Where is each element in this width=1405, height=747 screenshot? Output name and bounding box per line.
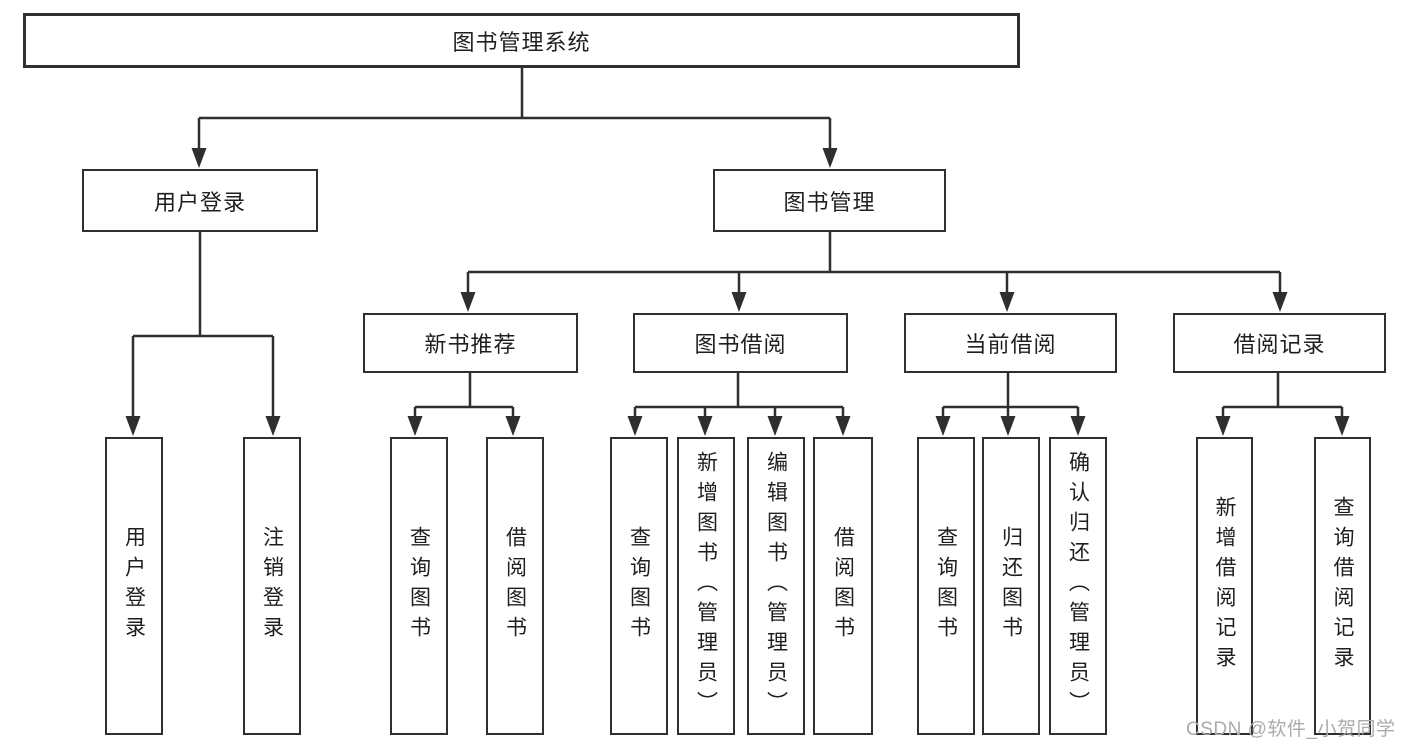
node-book-borrowing: 图书借阅 bbox=[633, 313, 848, 373]
node-book-management: 图书管理 bbox=[713, 169, 946, 232]
leaf-logout: 注销登录 bbox=[243, 437, 301, 735]
arrowhead-icons bbox=[125, 148, 1350, 436]
leaf-return-books: 归还图书 bbox=[982, 437, 1040, 735]
leaf-query-borrow-record: 查询借阅记录 bbox=[1314, 437, 1371, 735]
leaf-add-borrow-record: 新增借阅记录 bbox=[1196, 437, 1253, 735]
node-user-login: 用户登录 bbox=[82, 169, 318, 232]
leaf-borrow-books: 借阅图书 bbox=[486, 437, 544, 735]
leaf-query-books: 查询图书 bbox=[917, 437, 975, 735]
leaf-query-books: 查询图书 bbox=[610, 437, 668, 735]
node-current-borrowing: 当前借阅 bbox=[904, 313, 1117, 373]
leaf-confirm-return-admin: 确认归还（管理员） bbox=[1049, 437, 1107, 735]
csdn-watermark: CSDN @软件_小贺同学 bbox=[1186, 719, 1396, 740]
leaf-edit-books-admin: 编辑图书（管理员） bbox=[747, 437, 805, 735]
leaf-borrow-books: 借阅图书 bbox=[813, 437, 873, 735]
leaf-user-login: 用户登录 bbox=[105, 437, 163, 735]
leaf-query-books: 查询图书 bbox=[390, 437, 448, 735]
leaf-add-books-admin: 新增图书（管理员） bbox=[677, 437, 735, 735]
connector-lines bbox=[131, 68, 1344, 420]
node-borrow-records: 借阅记录 bbox=[1173, 313, 1386, 373]
node-library-management-system: 图书管理系统 bbox=[23, 13, 1020, 68]
node-new-book-recommend: 新书推荐 bbox=[363, 313, 578, 373]
